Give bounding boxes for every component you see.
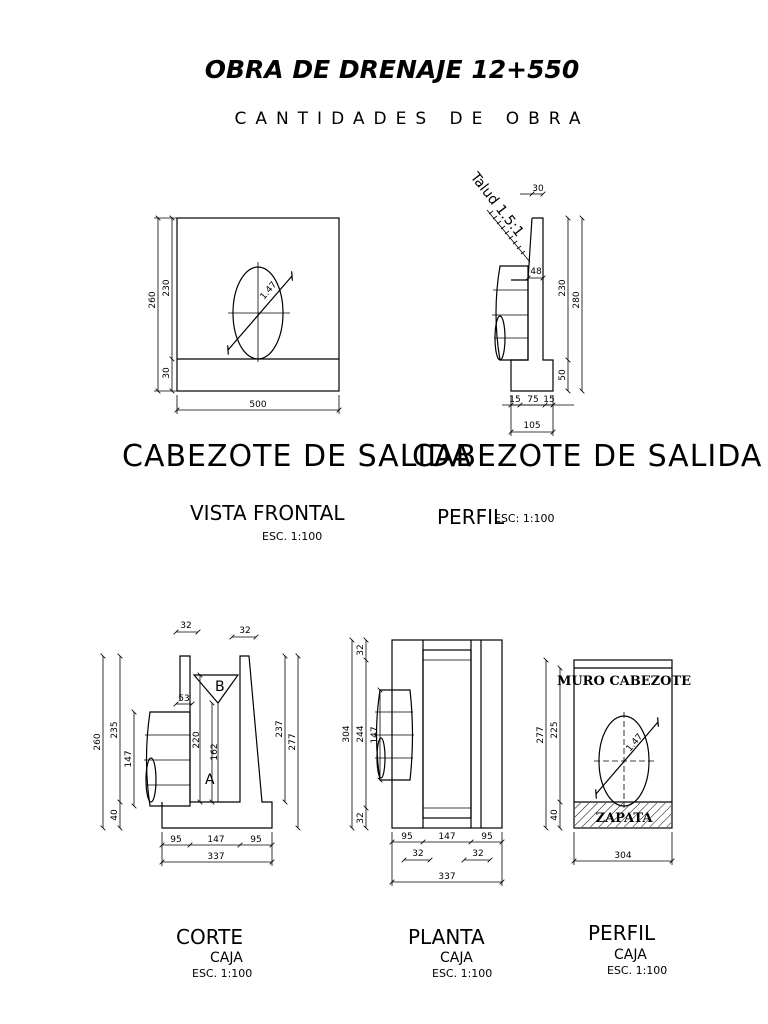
- corte-dim-53: 53: [178, 694, 189, 704]
- profile-dim-top: 30: [532, 184, 544, 194]
- profile-dim-mid: 48: [530, 267, 542, 277]
- corte-dim-40: 40: [110, 809, 120, 821]
- perfil-caja-dim-width: 304: [614, 851, 631, 861]
- profile-slope-label: Talud 1.5:1: [466, 169, 527, 240]
- corte-dim-237: 237: [275, 720, 285, 737]
- frontal-scale: ESC. 1:100: [262, 530, 322, 543]
- corte-dim-total: 337: [207, 852, 224, 862]
- sheet-title: OBRA DE DRENAJE 12+550: [205, 55, 580, 84]
- profile-heading: CABEZOTE DE SALIDA: [412, 439, 762, 474]
- corte-label-b: B: [215, 679, 225, 695]
- corte-view-name: CORTE: [176, 925, 243, 949]
- planta-dim-total: 337: [438, 872, 455, 882]
- frontal-dim-width: 500: [249, 400, 266, 410]
- planta-dim-b95b: 95: [481, 832, 492, 842]
- corte-dim-top-l: 32: [180, 621, 191, 631]
- perfil-caja-pipe: 1.47: [625, 732, 646, 754]
- perfil-caja-view-name: PERFIL: [588, 921, 656, 945]
- slope-hatch: [488, 210, 526, 255]
- profile-dim-h2: 280: [572, 291, 582, 308]
- profile-dim-b2: 75: [527, 395, 538, 405]
- corte-view-drawing: B A 220 162 53 32 32 260 235 147 40 237 …: [93, 621, 298, 866]
- planta-dim-v304: 304: [342, 725, 352, 742]
- corte-dim-162: 162: [210, 743, 220, 760]
- profile-dim-h1: 230: [558, 279, 568, 296]
- perfil-caja-dim-225: 225: [550, 721, 560, 738]
- corte-dim-277: 277: [288, 733, 298, 750]
- perfil-caja-sub: CAJA: [614, 947, 647, 963]
- frontal-heading: CABEZOTE DE SALIDA: [122, 439, 472, 474]
- profile-dim-total: 105: [523, 421, 540, 431]
- corte-dim-top-r: 32: [239, 626, 250, 636]
- planta-view-name: PLANTA: [408, 925, 485, 949]
- corte-dim-b95b: 95: [250, 835, 261, 845]
- perfil-caja-drawing: MURO CABEZOTE ZAPATA 1.47 277 225 40 304: [536, 660, 691, 865]
- perfil-caja-scale: ESC. 1:100: [607, 964, 667, 977]
- frontal-dim-pipe: 1.47: [259, 280, 280, 302]
- corte-dim-b95a: 95: [170, 835, 181, 845]
- frontal-dim-height-total: 260: [148, 291, 158, 308]
- corte-dim-b147: 147: [207, 835, 224, 845]
- perfil-caja-zapata: ZAPATA: [596, 811, 654, 826]
- profile-view-name: PERFIL: [437, 505, 505, 529]
- profile-dim-b3: 15: [543, 395, 554, 405]
- planta-dim-v244: 244: [356, 725, 366, 742]
- planta-sub: CAJA: [440, 950, 473, 966]
- profile-view-drawing: Talud 1.5:1 30 48 230 280 50 15 75 15 10…: [466, 169, 582, 436]
- frontal-dim-height-base: 30: [162, 367, 172, 379]
- planta-dim-b95a: 95: [401, 832, 412, 842]
- planta-scale: ESC. 1:100: [432, 967, 492, 980]
- planta-dim-s32a: 32: [412, 849, 423, 859]
- corte-dim-235: 235: [110, 721, 120, 738]
- sheet-subtitle: CANTIDADES DE OBRA: [234, 109, 589, 129]
- perfil-caja-muro: MURO CABEZOTE: [557, 674, 691, 689]
- profile-dim-h3: 50: [558, 369, 568, 381]
- planta-dim-b147: 147: [438, 832, 455, 842]
- corte-sub: CAJA: [210, 950, 243, 966]
- perfil-caja-dim-40: 40: [550, 809, 560, 821]
- profile-dim-b1: 15: [509, 395, 520, 405]
- planta-view-drawing: 304 244 147 32 32 95 147 95 32 32 337: [342, 640, 502, 886]
- planta-dim-v32b: 32: [356, 812, 366, 823]
- corte-dim-147: 147: [124, 750, 134, 767]
- perfil-caja-dim-277: 277: [536, 726, 546, 743]
- corte-label-a: A: [205, 772, 215, 788]
- planta-dim-s32b: 32: [472, 849, 483, 859]
- planta-dim-v32a: 32: [356, 644, 366, 655]
- corte-scale: ESC. 1:100: [192, 967, 252, 980]
- profile-scale: ESC: 1:100: [494, 512, 555, 525]
- frontal-dim-height-wall: 230: [162, 279, 172, 296]
- corte-dim-220: 220: [192, 731, 202, 748]
- frontal-view-drawing: 1.47 260 230 30 500: [148, 218, 339, 414]
- frontal-view-name: VISTA FRONTAL: [190, 501, 345, 525]
- planta-dim-v147: 147: [370, 726, 380, 743]
- corte-dim-260: 260: [93, 733, 103, 750]
